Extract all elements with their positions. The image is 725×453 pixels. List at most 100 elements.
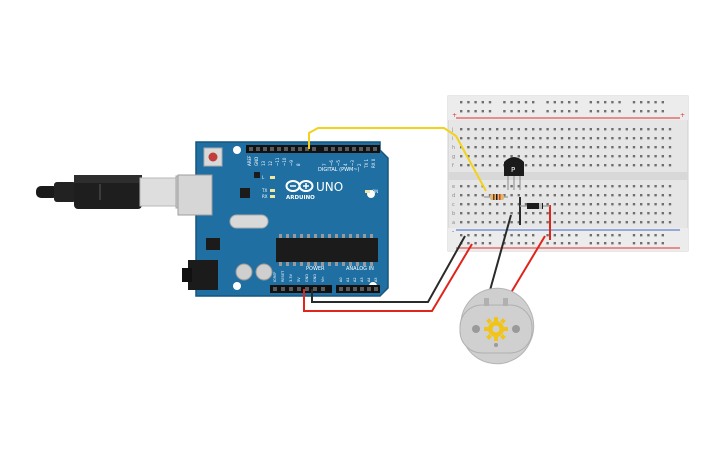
breadboard-hole[interactable] [524,221,528,224]
breadboard-hole[interactable] [611,146,614,149]
breadboard-hole[interactable] [582,194,585,197]
breadboard-hole[interactable] [596,110,600,113]
breadboard-hole[interactable] [647,212,650,215]
breadboard-hole[interactable] [467,194,470,197]
breadboard-hole[interactable] [568,234,571,237]
breadboard-hole[interactable] [632,194,636,197]
breadboard-hole[interactable] [596,155,600,158]
breadboard-hole[interactable] [604,234,607,237]
breadboard-hole[interactable] [596,194,600,197]
breadboard-hole[interactable] [546,110,549,113]
breadboard-hole[interactable] [625,203,628,206]
breadboard-hole[interactable] [661,146,664,149]
breadboard-hole[interactable] [589,212,592,215]
breadboard-hole[interactable] [618,146,621,149]
breadboard-hole[interactable] [481,101,484,104]
breadboard-hole[interactable] [568,194,571,197]
breadboard-hole[interactable] [546,164,549,167]
breadboard-hole[interactable] [618,110,621,113]
breadboard-hole[interactable] [596,242,600,245]
breadboard-hole[interactable] [611,242,614,245]
breadboard-hole[interactable] [618,221,621,224]
breadboard-hole[interactable] [474,110,477,113]
breadboard-hole[interactable] [618,164,621,167]
arduino-uno-board[interactable]: AREF GND 13 12 ~11 ~10 ~9 8 7 ~6 ~5 4 ~3… [177,141,389,297]
breadboard-hole[interactable] [604,221,607,224]
breadboard-hole[interactable] [532,242,535,245]
breadboard-hole[interactable] [517,137,520,140]
breadboard-hole[interactable] [539,212,542,215]
breadboard-hole[interactable] [481,164,484,167]
breadboard-hole[interactable] [611,221,614,224]
breadboard-hole[interactable] [604,185,607,188]
breadboard-hole[interactable] [488,185,492,188]
breadboard-hole[interactable] [589,101,592,104]
breadboard-hole[interactable] [582,128,585,131]
breadboard-hole[interactable] [524,234,528,237]
breadboard-hole[interactable] [568,137,571,140]
breadboard-hole[interactable] [460,155,463,158]
breadboard-hole[interactable] [474,155,477,158]
breadboard[interactable]: + + - j i h g f e d c b a [447,95,689,252]
breadboard-hole[interactable] [589,155,592,158]
breadboard-hole[interactable] [488,155,492,158]
red-wire-motor[interactable] [505,235,546,302]
breadboard-hole[interactable] [625,212,628,215]
breadboard-hole[interactable] [625,194,628,197]
breadboard-hole[interactable] [582,203,585,206]
breadboard-hole[interactable] [503,194,506,197]
breadboard-hole[interactable] [575,110,578,113]
breadboard-hole[interactable] [654,234,657,237]
breadboard-hole[interactable] [481,137,484,140]
breadboard-hole[interactable] [647,203,650,206]
breadboard-hole[interactable] [503,242,506,245]
breadboard-hole[interactable] [553,146,556,149]
breadboard-hole[interactable] [467,203,470,206]
breadboard-hole[interactable] [632,242,636,245]
breadboard-hole[interactable] [661,212,664,215]
breadboard-hole[interactable] [496,185,499,188]
breadboard-hole[interactable] [546,234,549,237]
breadboard-hole[interactable] [517,185,520,188]
breadboard-hole[interactable] [474,164,477,167]
breadboard-hole[interactable] [625,128,628,131]
breadboard-hole[interactable] [618,101,621,104]
breadboard-hole[interactable] [496,212,499,215]
breadboard-hole[interactable] [589,194,592,197]
breadboard-hole[interactable] [640,128,643,131]
breadboard-hole[interactable] [589,185,592,188]
breadboard-hole[interactable] [568,242,571,245]
breadboard-hole[interactable] [640,234,643,237]
breadboard-hole[interactable] [589,110,592,113]
breadboard-hole[interactable] [604,146,607,149]
breadboard-hole[interactable] [604,101,607,104]
breadboard-hole[interactable] [503,110,506,113]
breadboard-hole[interactable] [661,137,664,140]
breadboard-hole[interactable] [481,194,484,197]
breadboard-hole[interactable] [524,137,528,140]
breadboard-hole[interactable] [474,137,477,140]
breadboard-hole[interactable] [560,234,564,237]
breadboard-hole[interactable] [632,155,636,158]
breadboard-hole[interactable] [640,137,643,140]
breadboard-hole[interactable] [467,242,470,245]
breadboard-hole[interactable] [575,137,578,140]
breadboard-hole[interactable] [582,185,585,188]
breadboard-hole[interactable] [611,128,614,131]
breadboard-hole[interactable] [524,164,528,167]
breadboard-hole[interactable] [632,221,636,224]
breadboard-hole[interactable] [488,164,492,167]
breadboard-hole[interactable] [596,185,600,188]
breadboard-hole[interactable] [510,101,513,104]
diode[interactable] [520,203,550,209]
breadboard-hole[interactable] [524,110,528,113]
breadboard-hole[interactable] [539,137,542,140]
breadboard-hole[interactable] [611,212,614,215]
breadboard-hole[interactable] [496,203,499,206]
breadboard-hole[interactable] [654,164,657,167]
breadboard-hole[interactable] [517,155,520,158]
breadboard-hole[interactable] [532,110,535,113]
breadboard-hole[interactable] [661,110,664,113]
breadboard-hole[interactable] [661,221,664,224]
breadboard-hole[interactable] [625,155,628,158]
